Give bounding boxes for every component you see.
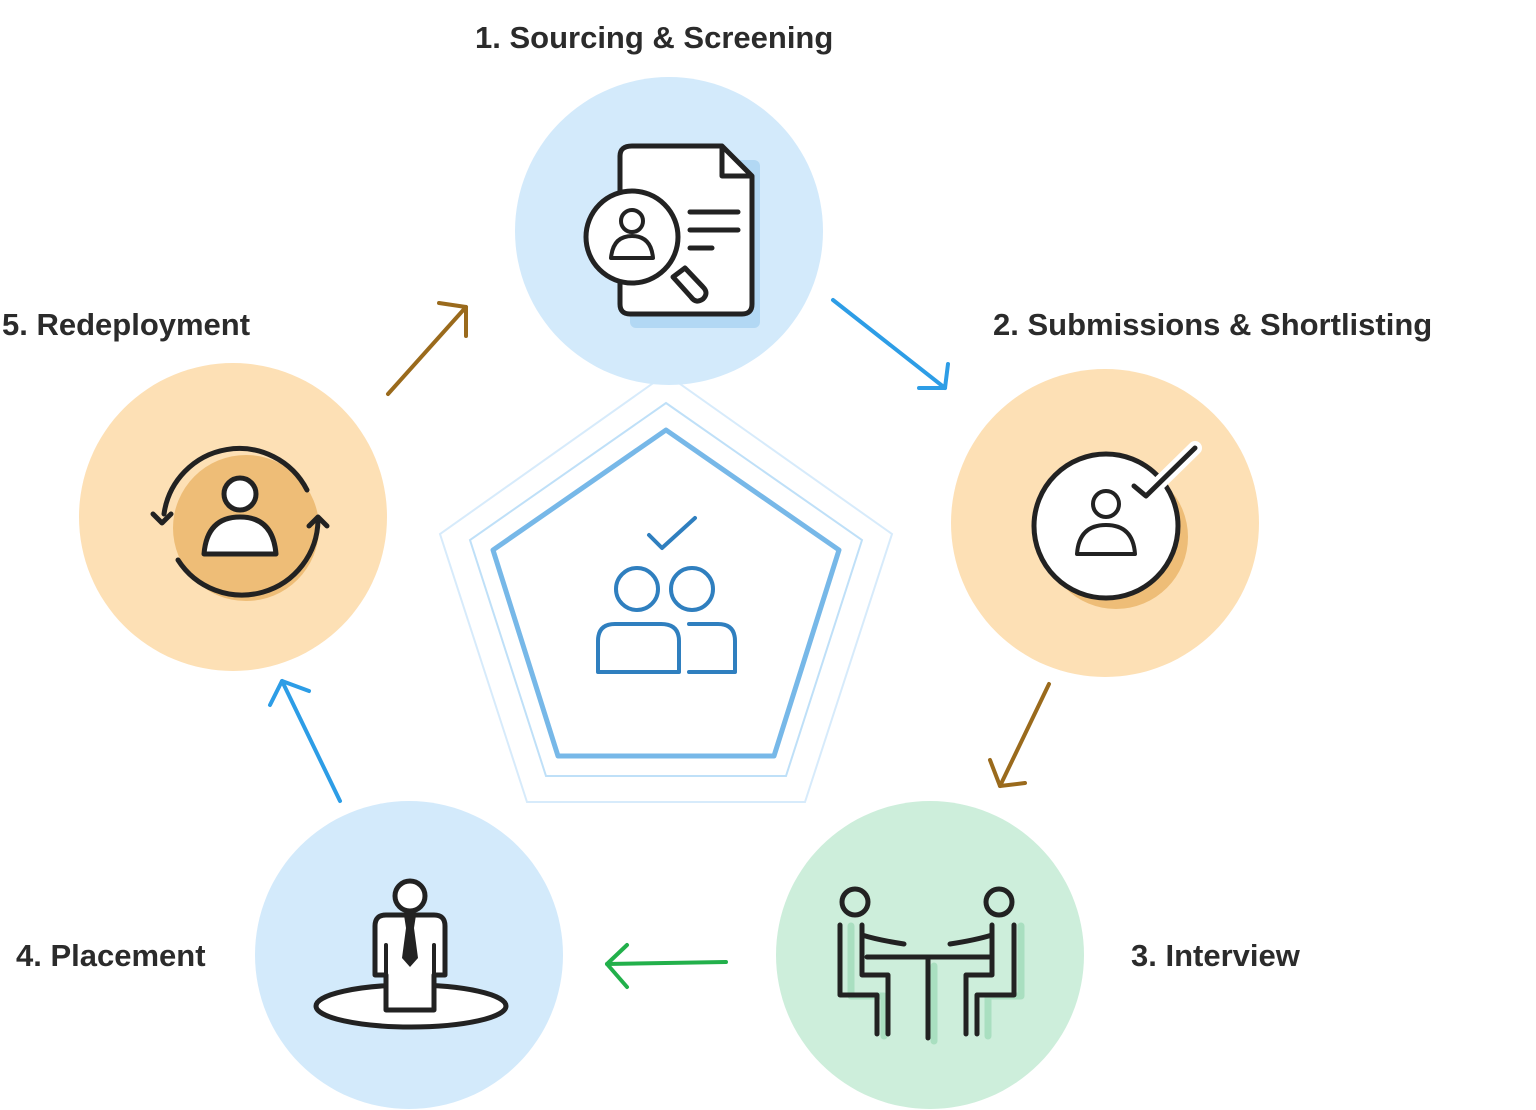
resume-search-icon bbox=[583, 143, 760, 328]
interview-table-icon bbox=[837, 886, 1025, 1045]
arrow-stage-5-to-1 bbox=[386, 301, 468, 396]
center-pentagon bbox=[438, 372, 894, 803]
stage-4-label: 4. Placement bbox=[16, 938, 206, 973]
stage-3-label: 3. Interview bbox=[1131, 938, 1300, 973]
person-placement-icon bbox=[313, 878, 509, 1030]
arrow-stage-2-to-3 bbox=[988, 682, 1051, 788]
candidate-check-icon bbox=[1031, 441, 1202, 609]
arrow-stage-1-to-2 bbox=[831, 298, 950, 390]
stage-5-label: 5. Redeployment bbox=[2, 307, 251, 342]
stage-1-label: 1. Sourcing & Screening bbox=[475, 20, 834, 55]
stage-2-label: 2. Submissions & Shortlisting bbox=[993, 307, 1433, 342]
arrow-stage-4-to-5 bbox=[268, 679, 342, 803]
team-check-icon bbox=[596, 516, 737, 674]
arrow-stage-3-to-4 bbox=[605, 943, 728, 989]
person-cycle-icon bbox=[150, 446, 330, 601]
